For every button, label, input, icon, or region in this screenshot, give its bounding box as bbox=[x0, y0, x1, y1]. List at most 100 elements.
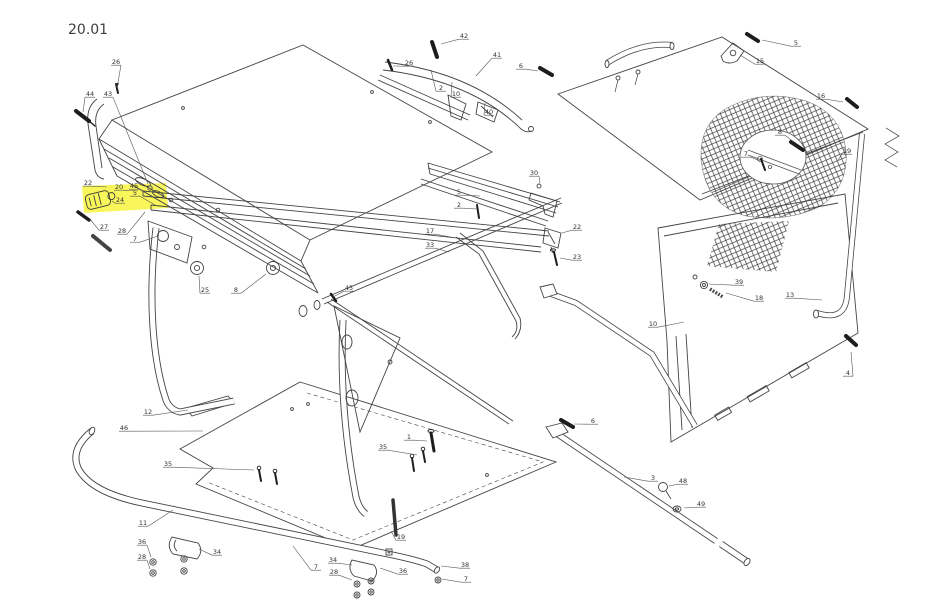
part-label: 7 bbox=[464, 575, 468, 583]
part-label: 34 bbox=[329, 556, 337, 564]
pin-19 bbox=[391, 498, 398, 537]
part-label: 35 bbox=[164, 460, 172, 468]
part-label: 40 bbox=[485, 108, 493, 116]
clamp-brackets bbox=[149, 536, 442, 599]
label-leader-line bbox=[785, 297, 823, 301]
label-leader-line bbox=[328, 562, 353, 566]
hopper-lid bbox=[87, 44, 493, 294]
bolt-27 bbox=[76, 210, 91, 222]
part-label: 3 bbox=[651, 474, 655, 482]
label-leader-line bbox=[378, 449, 418, 456]
pin-45 bbox=[329, 292, 338, 303]
label-leader-line bbox=[559, 257, 582, 261]
label-leader-line bbox=[404, 439, 428, 442]
label-leader-line bbox=[137, 559, 151, 570]
part-label: 44 bbox=[86, 90, 94, 98]
mesh-patch bbox=[707, 221, 789, 272]
bolt-6-top bbox=[538, 66, 554, 77]
part-label: 42 bbox=[460, 32, 468, 40]
part-label: 11 bbox=[139, 519, 147, 527]
part-label: 20 bbox=[115, 183, 123, 191]
bolt-8 bbox=[789, 140, 805, 152]
bagger-front-panel bbox=[657, 193, 859, 443]
label-leader-line bbox=[130, 195, 156, 206]
part-label: 8 bbox=[234, 286, 238, 294]
part-label: 8 bbox=[778, 128, 782, 136]
screw-35b bbox=[274, 472, 278, 485]
label-leader-line bbox=[130, 235, 159, 243]
label-leader-line bbox=[425, 247, 450, 253]
right-frame-tube bbox=[813, 133, 865, 319]
label-leader-line bbox=[103, 96, 149, 185]
part-label: 12 bbox=[144, 408, 152, 416]
latch-part bbox=[84, 190, 116, 210]
label-leader-line bbox=[329, 574, 353, 581]
screw-35a bbox=[258, 469, 262, 482]
part-label: 16 bbox=[817, 92, 825, 100]
part-label: 39 bbox=[735, 278, 743, 286]
frame-details bbox=[135, 177, 563, 434]
channel-strip bbox=[377, 61, 534, 133]
label-leader-line bbox=[816, 98, 844, 103]
bolt-44 bbox=[74, 109, 91, 123]
screw-7 bbox=[760, 158, 766, 171]
hinge-plate bbox=[147, 220, 193, 264]
part-label: 18 bbox=[755, 294, 763, 302]
label-leader-line bbox=[332, 290, 354, 298]
part-label: 34 bbox=[213, 548, 221, 556]
part-label: 28 bbox=[138, 553, 146, 561]
part-label: 38 bbox=[461, 561, 469, 569]
part-label: 23 bbox=[573, 253, 581, 261]
label-leader-line bbox=[683, 506, 706, 509]
label-leader-line bbox=[741, 156, 761, 162]
label-leader-line bbox=[117, 211, 146, 235]
label-leader-line bbox=[292, 545, 321, 571]
part-label: 41 bbox=[493, 51, 501, 59]
handle-bar bbox=[604, 41, 675, 68]
part-label: 4 bbox=[846, 369, 850, 377]
label-leader-line bbox=[648, 321, 685, 328]
part-label: 36 bbox=[399, 567, 407, 575]
bolt-16 bbox=[845, 97, 859, 109]
front-leg-tube bbox=[338, 319, 369, 517]
screen-opening bbox=[739, 129, 807, 185]
part-label: 24 bbox=[116, 196, 124, 204]
part-label: 49 bbox=[697, 500, 705, 508]
part-label: 6 bbox=[519, 62, 523, 70]
part-label: 2 bbox=[439, 84, 443, 92]
part-label: 7 bbox=[133, 235, 137, 243]
label-leader-line bbox=[529, 175, 541, 184]
bolt-42 bbox=[430, 40, 439, 59]
screw-35c bbox=[422, 450, 426, 463]
part-label: 10 bbox=[649, 320, 657, 328]
part-label: 7 bbox=[744, 150, 748, 158]
label-leader-line bbox=[454, 207, 478, 210]
label-leader-line bbox=[843, 351, 854, 377]
label-leader-line bbox=[114, 189, 139, 192]
washer-49 bbox=[672, 505, 682, 513]
part-label: 27 bbox=[100, 223, 108, 231]
lift-rod bbox=[545, 422, 751, 567]
page-code: 20.01 bbox=[68, 22, 108, 38]
label-leader-line bbox=[138, 509, 174, 527]
support-tube bbox=[539, 283, 698, 428]
label-leader-line bbox=[454, 194, 481, 197]
part-label: 1 bbox=[407, 433, 411, 441]
part-label: 5 bbox=[794, 39, 798, 47]
part-label: 25 bbox=[201, 286, 209, 294]
middle-rail bbox=[427, 162, 562, 254]
label-leader-line bbox=[441, 578, 471, 583]
rail-bracket bbox=[528, 192, 558, 218]
label-leader-line bbox=[837, 153, 852, 161]
label-leader-line bbox=[379, 567, 408, 575]
part-label: 26 bbox=[405, 59, 413, 67]
label-leader-line bbox=[137, 544, 152, 558]
part-label: 46 bbox=[120, 424, 128, 432]
label-leader-line bbox=[163, 466, 255, 471]
fasteners bbox=[74, 32, 859, 537]
label-leader-line bbox=[89, 218, 109, 231]
label-leader-line bbox=[668, 483, 688, 487]
part-label: 26 bbox=[112, 58, 120, 66]
